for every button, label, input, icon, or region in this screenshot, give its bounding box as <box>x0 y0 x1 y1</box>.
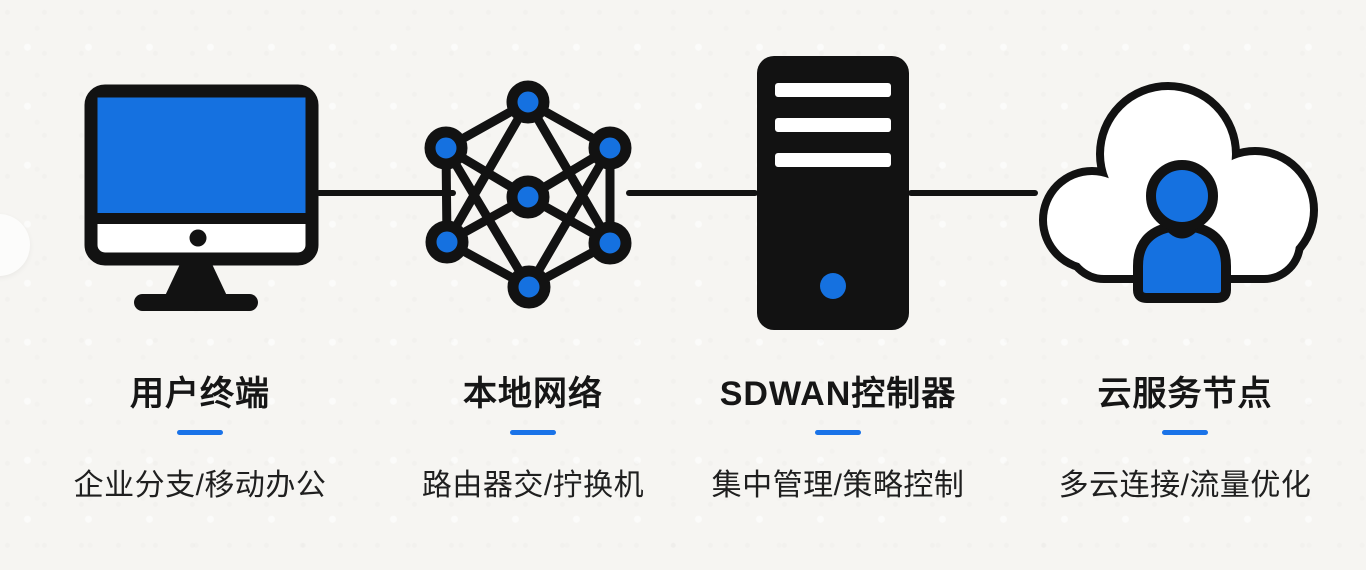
node-subtitle: 路由器交/拧换机 <box>421 469 645 502</box>
cloud-user-icon <box>1030 70 1322 310</box>
node-subtitle: 企业分支/移动办公 <box>73 469 327 502</box>
node-title: 用户终端 <box>130 375 270 413</box>
server-tower-icon <box>753 52 913 334</box>
title-underline <box>510 430 556 435</box>
connector-line-network-controller <box>626 190 758 196</box>
node-subtitle: 集中管理/策略控制 <box>711 469 965 502</box>
title-underline <box>815 430 861 435</box>
node-subtitle: 多云连接/流量优化 <box>1058 469 1312 502</box>
title-underline <box>1162 430 1208 435</box>
node-title: SDWAN控制器 <box>719 375 957 413</box>
connector-line-terminal-network <box>316 190 456 196</box>
node-title: 本地网络 <box>463 375 603 413</box>
connector-line-controller-cloud <box>908 190 1038 196</box>
node-title: 云服务节点 <box>1097 375 1273 413</box>
title-underline <box>177 430 223 435</box>
edge-decoration-blob <box>0 214 30 276</box>
mesh-network-icon <box>418 76 640 312</box>
desktop-computer-icon <box>70 80 322 314</box>
